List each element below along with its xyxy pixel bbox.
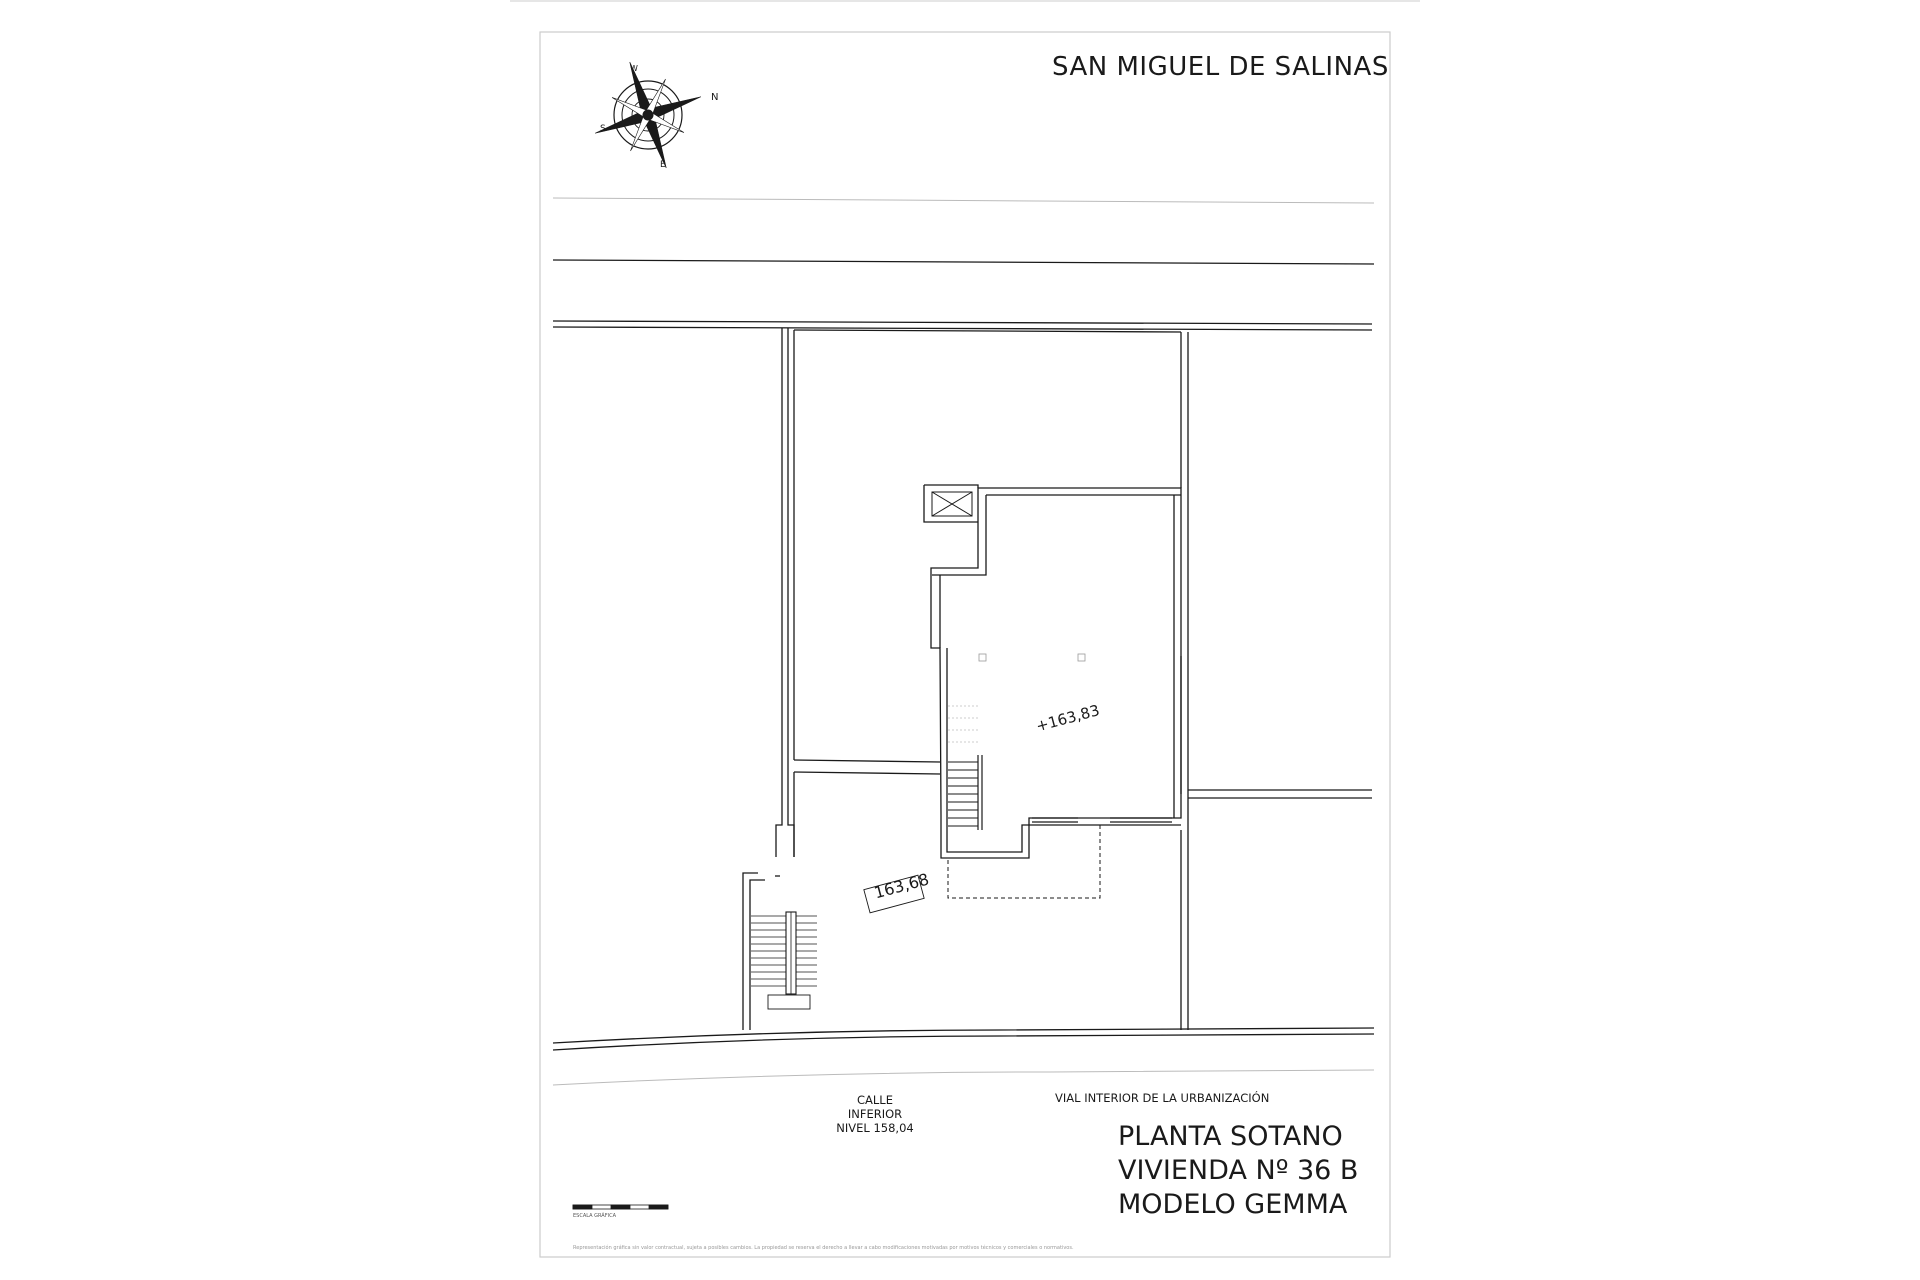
compass-east-label: E xyxy=(660,160,666,170)
pillar xyxy=(1077,653,1086,662)
basement-stair xyxy=(948,705,983,830)
compass-west-label: W xyxy=(630,64,638,73)
interior-road-label: VIAL INTERIOR DE LA URBANIZACIÓN xyxy=(1055,1091,1270,1105)
street-label-line: NIVEL 158,04 xyxy=(836,1121,914,1135)
facade-windows xyxy=(1032,817,1172,823)
road-lines xyxy=(552,197,1375,1086)
street-label-line: CALLE xyxy=(857,1093,893,1107)
sheet-title-line: MODELO GEMMA xyxy=(1118,1189,1348,1220)
sheet-title-line: PLANTA SOTANO xyxy=(1118,1121,1343,1152)
sheet-title-line: VIVIENDA Nº 36 B xyxy=(1118,1155,1359,1186)
plot-boundaries xyxy=(775,328,1372,1030)
porch-projection xyxy=(947,825,1101,899)
compass-rose-icon xyxy=(594,61,702,169)
legal-footnote: Representación gráfica sin valor contrac… xyxy=(573,1245,1074,1251)
graphic-scale-label: ESCALA GRÁFICA xyxy=(573,1213,616,1219)
graphic-scale xyxy=(572,1204,669,1210)
level-tag-box xyxy=(863,874,925,914)
basement-outline xyxy=(923,484,1182,859)
sheet-border xyxy=(539,31,1391,1258)
light-shaft xyxy=(931,491,973,517)
sheet-title-block: PLANTA SOTANO VIVIENDA Nº 36 B MODELO GE… xyxy=(1118,1120,1358,1222)
entrance-stair-treads xyxy=(751,915,817,987)
compass-south-label: S xyxy=(600,124,606,134)
street-label: CALLE INFERIOR NIVEL 158,04 xyxy=(836,1093,914,1135)
project-title: SAN MIGUEL DE SALINAS xyxy=(1052,52,1389,82)
street-label-line: INFERIOR xyxy=(847,1107,903,1121)
pillar xyxy=(978,653,987,662)
entrance-stair-block xyxy=(742,872,811,1030)
compass-north-label: N xyxy=(711,92,718,103)
